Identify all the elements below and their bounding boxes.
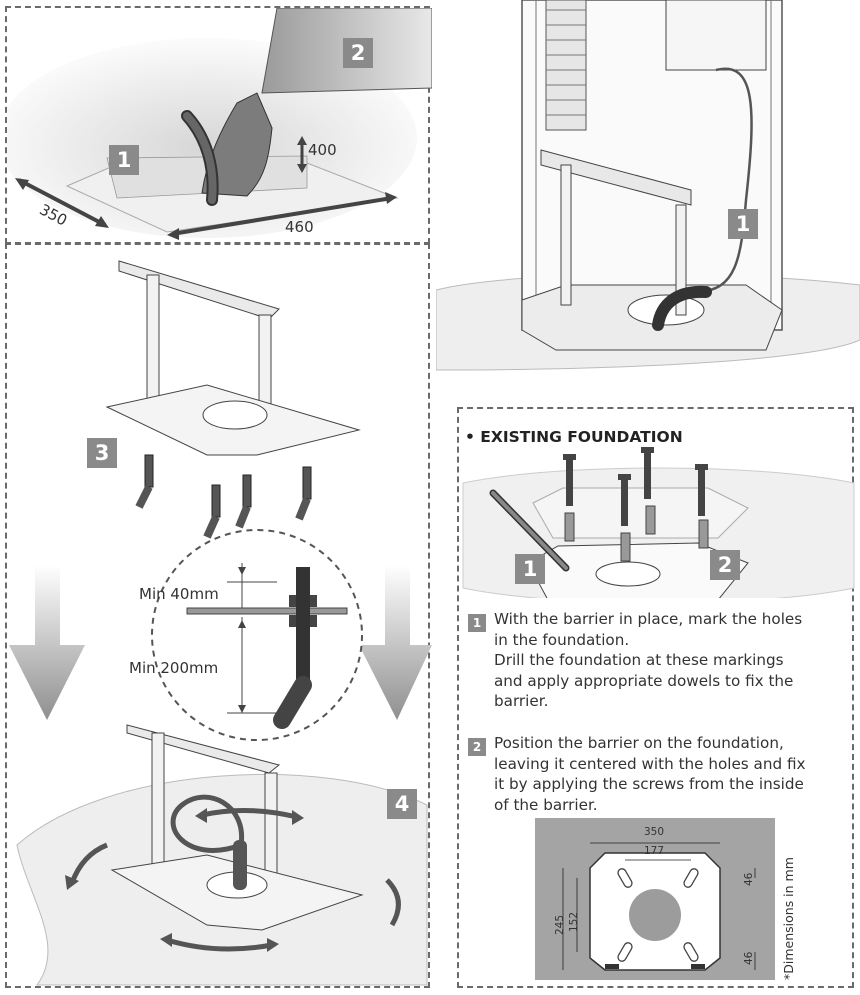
instruction-1-line: and apply appropriate dowels to fix the (494, 671, 794, 690)
dim-350: 350 (644, 826, 665, 838)
instruction-2-line: leaving it centered with the holes and f… (494, 754, 806, 773)
instruction-1-text: With the barrier in place, mark the hole… (494, 609, 802, 712)
dim-46-bottom: 46 (743, 951, 755, 965)
foundation-step-2-badge: 2 (710, 550, 740, 580)
dim-177: 177 (644, 845, 665, 857)
instruction-1-line: barrier. (494, 692, 549, 710)
instruction-2-line: Position the barrier on the foundation, (494, 734, 784, 752)
post-step-1-badge: 1 (728, 209, 758, 239)
step-3-badge: 3 (87, 438, 117, 468)
instruction-1-line: Drill the foundation at these markings (494, 651, 784, 669)
dimension-460: 460 (285, 218, 314, 236)
instruction-2-line: it by applying the screws from the insid… (494, 775, 804, 793)
barrier-post-illustration (436, 0, 860, 371)
min-200mm-label: Min 200mm (129, 659, 219, 677)
instruction-2-line: of the barrier. (494, 795, 598, 814)
base-plate-dimension-drawing (535, 818, 775, 980)
post-illustration-area: 1 (436, 0, 860, 375)
step-4-badge: 4 (387, 789, 417, 819)
dim-152: 152 (568, 911, 580, 932)
base-frame-panel: 3 4 Min 40mm Min 200mm (5, 243, 432, 988)
foundation-step-1-badge: 1 (515, 554, 545, 584)
step-1-badge: 1 (109, 145, 139, 175)
dimensions-in-mm-note: *Dimensions in mm (781, 857, 796, 980)
existing-foundation-panel (457, 407, 854, 988)
base-frame-illustration (9, 260, 432, 986)
instruction-1-line: With the barrier in place, mark the hole… (494, 610, 803, 628)
dim-245: 245 (554, 914, 566, 935)
dim-46-top: 46 (743, 872, 755, 886)
instruction-1-line: in the foundation. (494, 630, 630, 649)
existing-foundation-heading: • EXISTING FOUNDATION (465, 428, 683, 446)
instruction-1-badge: 1 (468, 614, 486, 632)
dimension-400: 400 (308, 141, 337, 159)
instruction-2-text: Position the barrier on the foundation, … (494, 733, 806, 815)
min-40mm-label: Min 40mm (139, 585, 219, 603)
existing-foundation-illustration (462, 447, 855, 598)
step-2-badge: 2 (343, 38, 373, 68)
pit-panel: 1 2 350 460 400 (5, 6, 432, 244)
instruction-2-badge: 2 (468, 738, 486, 756)
